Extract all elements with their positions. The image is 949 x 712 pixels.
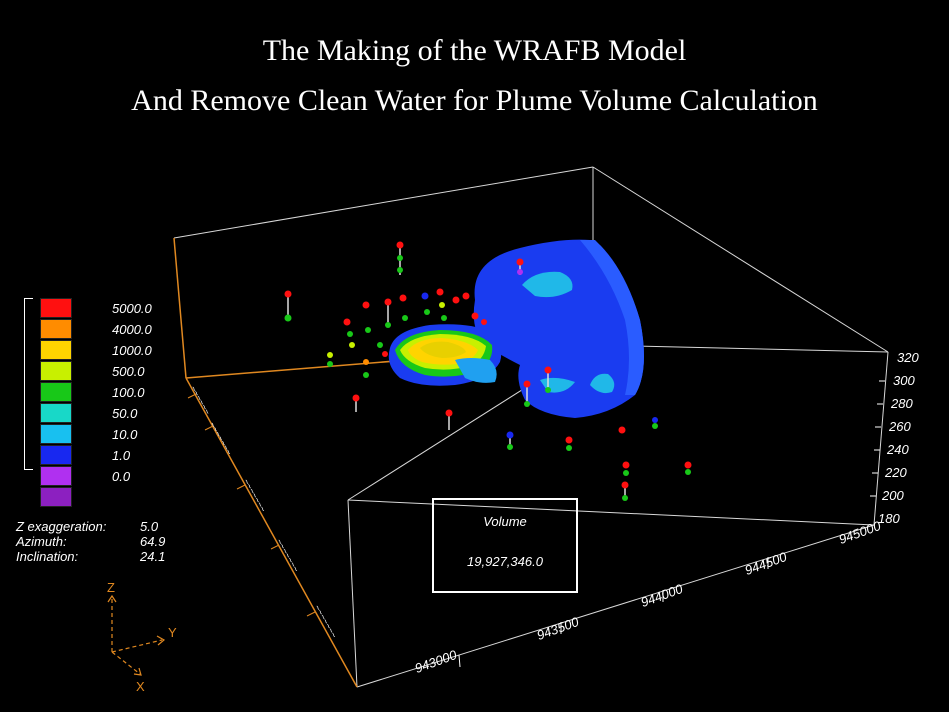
legend-item: 500.0 [40,361,180,382]
z-tick-200: 200 [882,488,904,503]
title-line-1: The Making of the WRAFB Model [262,34,687,67]
legend-item: 50.0 [40,403,180,424]
legend-swatch [40,466,72,486]
legend-item: 0.0 [40,466,180,487]
legend-swatch [40,382,72,402]
inclination-label: Inclination: [16,549,79,564]
legend-swatch [40,445,72,465]
z-tick-180: 180 [878,511,900,526]
z-exaggeration-value: 5.0 [140,519,159,534]
z-tick-320: 320 [897,350,919,365]
z-tick-220: 220 [885,465,907,480]
legend-label: 100.0 [112,385,145,400]
title-line-2: And Remove Clean Water for Plume Volume … [131,84,818,117]
legend-item: 1000.0 [40,340,180,361]
legend-bracket [24,298,33,470]
legend-label: 0.0 [112,469,131,484]
svg-text:~~~~~~: ~~~~~~ [188,384,212,416]
view-parameters: Z exaggeration: 5.0 Azimuth: 64.9 Inclinat… [16,519,176,564]
volume-label: Volume [483,514,527,529]
svg-text:~~~~~~~: ~~~~~~~ [241,477,268,514]
legend-swatch [40,319,72,339]
legend-swatch [40,361,72,381]
legend-item: 4000.0 [40,319,180,340]
legend-swatch [40,487,72,507]
legend-label: 5000.0 [112,301,152,316]
y-axis-ticks [187,393,316,617]
z-exaggeration-label: Z exaggeration: [16,519,107,534]
inclination-value: 24.1 [140,549,166,564]
well-markers [284,241,692,501]
z-axis-tick-marks [870,380,885,497]
legend-label: 1000.0 [112,343,152,358]
legend-swatch [40,424,72,444]
triad-y-label: Y [168,625,177,640]
legend-item: 5000.0 [40,298,180,319]
azimuth-value: 64.9 [140,534,166,549]
svg-text:~~~~~~~: ~~~~~~~ [274,537,301,574]
legend-label: 50.0 [112,406,138,421]
legend-label: 500.0 [112,364,145,379]
bounding-box [173,166,889,688]
z-tick-300: 300 [893,373,915,388]
legend-swatch [40,340,72,360]
svg-text:~~~~~~~: ~~~~~~~ [312,603,339,640]
legend-label: 4000.0 [112,322,152,337]
legend-label: 10.0 [112,427,138,442]
legend-swatch [40,298,72,318]
y-axis-tick-labels: ~~~~~~ ~~~~~~~ ~~~~~~~ ~~~~~~~ ~~~~~~~ [188,384,339,640]
azimuth-label: Azimuth: [16,534,67,549]
volume-value: 19,927,346.0 [467,554,543,569]
legend-swatch [40,403,72,423]
triad-z-label: Z [107,580,115,595]
legend-item: 10.0 [40,424,180,445]
z-tick-260: 260 [889,419,911,434]
plume-volume [388,239,644,418]
legend-item [40,487,180,508]
z-tick-240: 240 [887,442,909,457]
legend-item: 1.0 [40,445,180,466]
volume-panel: Volume 19,927,346.0 [432,498,578,593]
x-axis-tick-marks [458,557,769,668]
triad-x-label: X [136,679,145,694]
legend-item: 100.0 [40,382,180,403]
legend-label: 1.0 [112,448,131,463]
axis-triad [107,594,166,676]
svg-text:~~~~~~~: ~~~~~~~ [207,420,234,457]
z-tick-280: 280 [891,396,913,411]
